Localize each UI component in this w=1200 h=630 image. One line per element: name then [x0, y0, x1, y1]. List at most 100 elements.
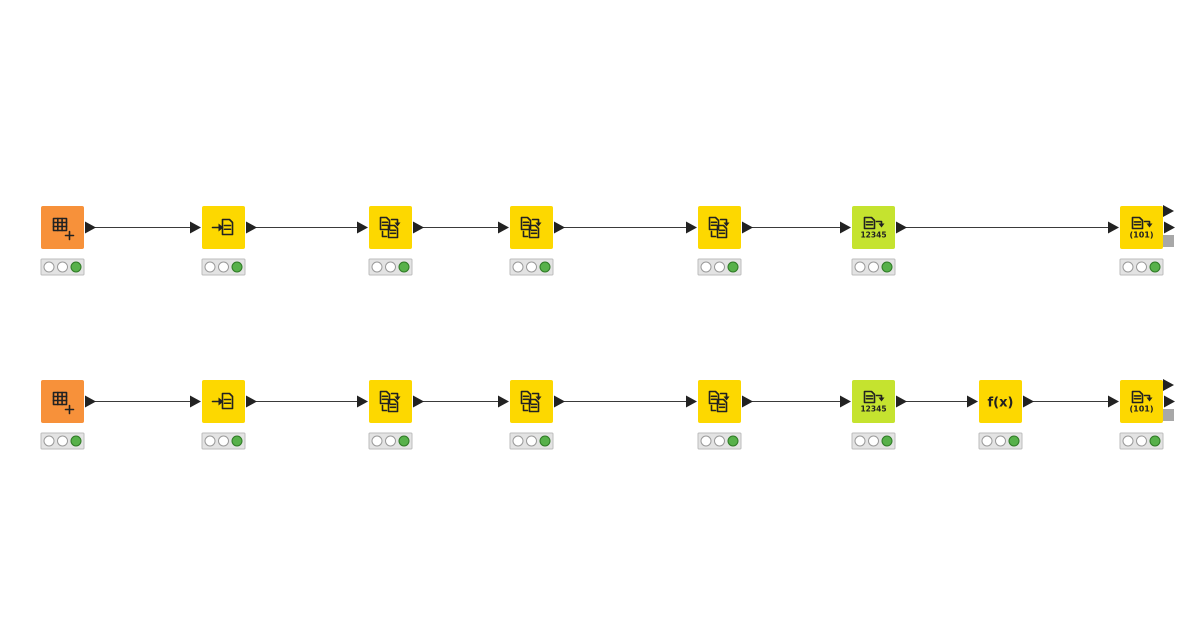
status-light-off	[57, 435, 68, 447]
node-body[interactable]	[698, 380, 741, 423]
input-port[interactable]	[498, 221, 509, 234]
node-manipulator[interactable]	[498, 380, 565, 450]
column-append-icon	[211, 392, 234, 410]
node-manipulator[interactable]	[357, 206, 424, 276]
node-manipulator[interactable]: (101)	[1108, 205, 1175, 276]
node-body[interactable]	[510, 380, 553, 423]
column-rename-icon	[520, 216, 542, 239]
output-port[interactable]	[85, 221, 96, 234]
node-manipulator[interactable]	[686, 206, 753, 276]
node-status-lights	[40, 432, 85, 450]
column-rename-icon	[379, 216, 401, 239]
column-rename-icon	[708, 216, 730, 239]
output-port[interactable]	[1164, 395, 1175, 408]
input-port[interactable]	[1108, 221, 1119, 234]
input-port[interactable]	[1108, 395, 1119, 408]
status-light-green	[539, 435, 551, 447]
status-light-off	[1136, 435, 1147, 447]
output-port[interactable]	[246, 221, 257, 234]
input-port[interactable]	[357, 221, 368, 234]
status-light-off	[868, 261, 879, 273]
node-body[interactable]	[1120, 206, 1163, 249]
input-port[interactable]	[840, 395, 851, 408]
node-source[interactable]	[40, 206, 96, 276]
output-port[interactable]	[85, 395, 96, 408]
output-port[interactable]	[742, 221, 753, 234]
node-body[interactable]	[698, 206, 741, 249]
node-glyph-label: 12345	[860, 405, 886, 414]
column-rename-icon	[520, 390, 542, 413]
status-light-green	[398, 261, 410, 273]
node-manipulator[interactable]	[190, 380, 257, 450]
node-status-lights	[509, 258, 554, 276]
output-port[interactable]	[1163, 379, 1174, 391]
number-to-binary-icon: (101)	[1129, 216, 1154, 240]
output-port[interactable]	[896, 395, 907, 408]
output-port[interactable]	[1163, 205, 1174, 217]
node-manipulator[interactable]	[190, 206, 257, 276]
number-to-binary-icon: (101)	[1129, 390, 1154, 414]
status-light-off	[385, 261, 396, 273]
output-port[interactable]	[554, 221, 565, 234]
input-port[interactable]	[357, 395, 368, 408]
output-port[interactable]	[1023, 395, 1034, 408]
status-light-off	[700, 261, 712, 273]
output-port[interactable]	[554, 395, 565, 408]
string-to-number-icon: 12345	[860, 390, 887, 414]
status-light-off	[43, 261, 55, 273]
node-status-lights	[201, 432, 246, 450]
node-body[interactable]	[369, 380, 412, 423]
input-port[interactable]	[686, 221, 697, 234]
status-light-off	[371, 435, 383, 447]
status-light-off	[385, 435, 396, 447]
status-light-off	[512, 435, 524, 447]
column-rename-icon	[708, 390, 730, 413]
output-port[interactable]	[246, 395, 257, 408]
node-source[interactable]	[40, 380, 96, 450]
output-port[interactable]	[742, 395, 753, 408]
status-light-off	[1122, 261, 1134, 273]
node-body[interactable]	[510, 206, 553, 249]
node-converter[interactable]: 12345	[840, 380, 907, 450]
node-manipulator[interactable]: f(x)	[967, 380, 1034, 450]
node-status-lights	[851, 258, 896, 276]
status-light-off	[1122, 435, 1134, 447]
status-light-off	[714, 435, 725, 447]
output-port[interactable]	[1164, 221, 1175, 234]
node-manipulator[interactable]	[498, 206, 565, 276]
input-port[interactable]	[686, 395, 697, 408]
node-converter[interactable]: 12345	[840, 206, 907, 276]
node-manipulator[interactable]	[357, 380, 424, 450]
input-port[interactable]	[498, 395, 509, 408]
status-light-green	[231, 261, 243, 273]
node-body[interactable]	[852, 380, 895, 423]
node-status-lights	[509, 432, 554, 450]
status-light-off	[526, 261, 537, 273]
output-port[interactable]	[896, 221, 907, 234]
status-light-off	[714, 261, 725, 273]
model-port[interactable]	[1163, 235, 1174, 247]
table-creator-icon	[52, 391, 75, 415]
node-body[interactable]	[1120, 380, 1163, 423]
node-body[interactable]	[369, 206, 412, 249]
input-port[interactable]	[190, 221, 201, 234]
input-port[interactable]	[190, 395, 201, 408]
output-port[interactable]	[413, 221, 424, 234]
status-light-off	[512, 261, 524, 273]
model-port[interactable]	[1163, 409, 1174, 421]
node-status-lights	[697, 258, 742, 276]
node-body[interactable]	[979, 380, 1022, 423]
node-body[interactable]	[852, 206, 895, 249]
node-manipulator[interactable]: (101)	[1108, 379, 1175, 450]
output-port[interactable]	[413, 395, 424, 408]
status-light-green	[727, 261, 739, 273]
status-light-off	[854, 261, 866, 273]
status-light-off	[371, 261, 383, 273]
status-light-off	[868, 435, 879, 447]
status-light-off	[854, 435, 866, 447]
input-port[interactable]	[967, 395, 978, 408]
node-manipulator[interactable]	[686, 380, 753, 450]
input-port[interactable]	[840, 221, 851, 234]
node-status-lights	[697, 432, 742, 450]
